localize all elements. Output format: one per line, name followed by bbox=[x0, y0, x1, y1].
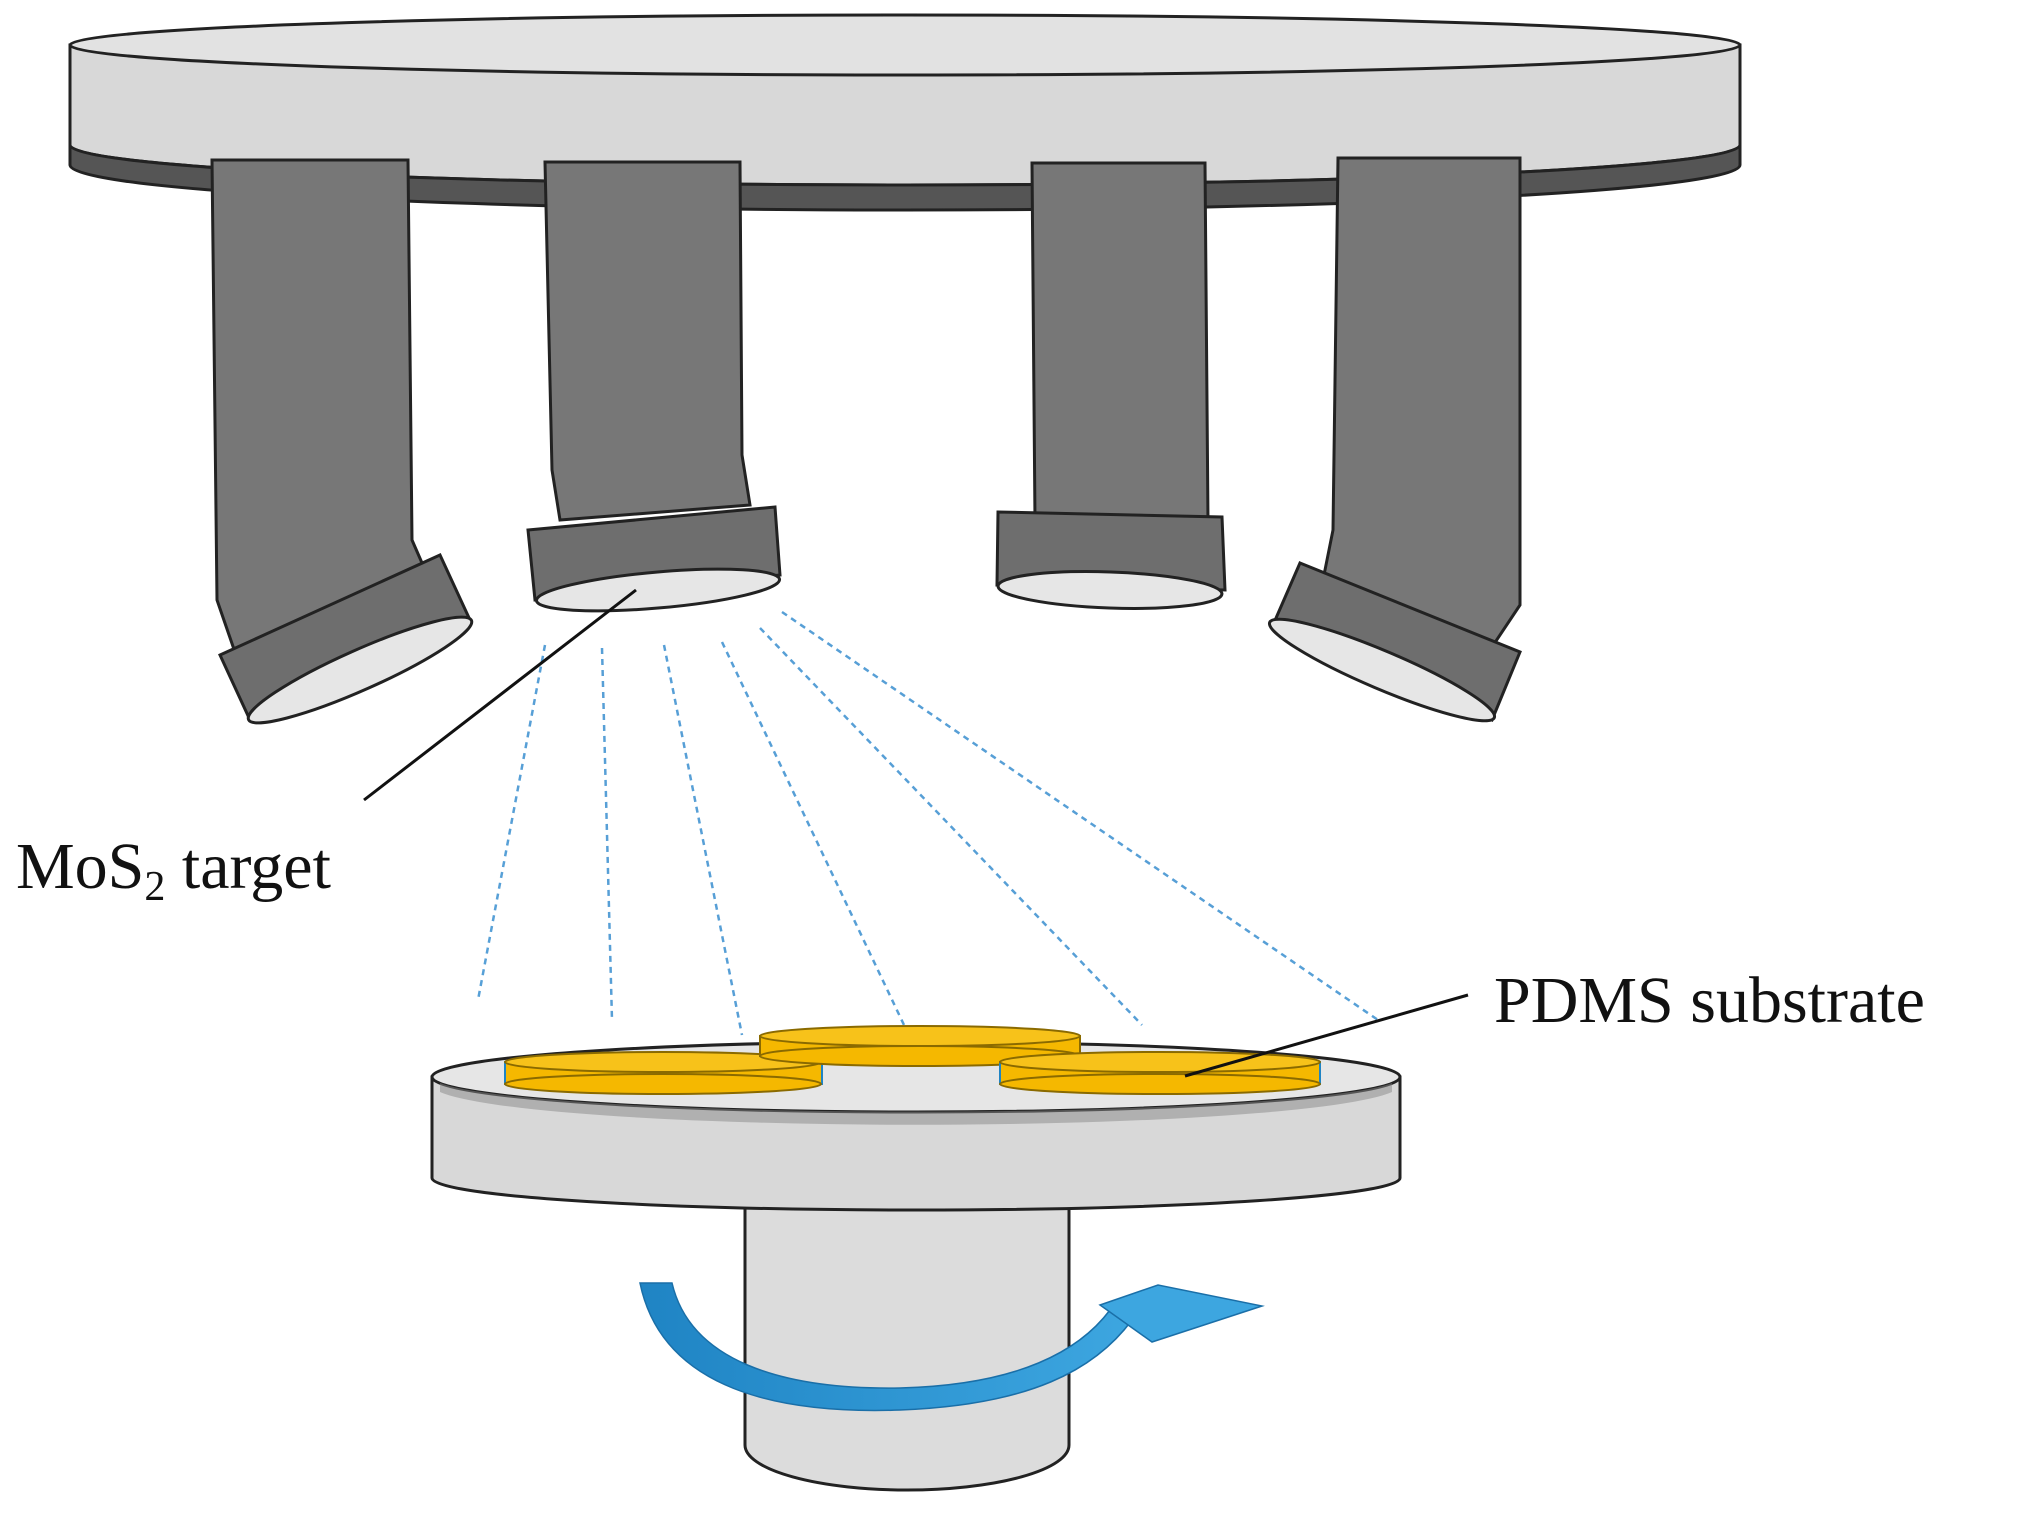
pdms-substrate-label: PDMS substrate bbox=[1494, 964, 1925, 1037]
mos2-target-label-suffix: target bbox=[165, 830, 331, 903]
pdms-disc-right bbox=[999, 1051, 1321, 1095]
sputter-gun-4 bbox=[1267, 156, 1522, 723]
sputter-gun-1 bbox=[210, 158, 474, 725]
sputter-gun-2 bbox=[526, 160, 782, 613]
mos2-target-label-subscript: 2 bbox=[144, 864, 166, 910]
rotation-arrow-icon bbox=[639, 1282, 1265, 1412]
substrate-holder bbox=[430, 1040, 1402, 1492]
top-plate bbox=[68, 13, 1742, 212]
sputter-flux-lines bbox=[476, 610, 1379, 1036]
mos2-target-label: MoS2 target bbox=[16, 834, 331, 909]
substrate-leader-line bbox=[1184, 993, 1469, 1078]
target-leader-line bbox=[363, 588, 637, 802]
pdms-disc-left bbox=[504, 1051, 823, 1095]
mos2-target-label-prefix: MoS bbox=[16, 830, 145, 903]
pdms-substrates bbox=[504, 1025, 1321, 1095]
sputter-gun-3 bbox=[995, 161, 1227, 610]
